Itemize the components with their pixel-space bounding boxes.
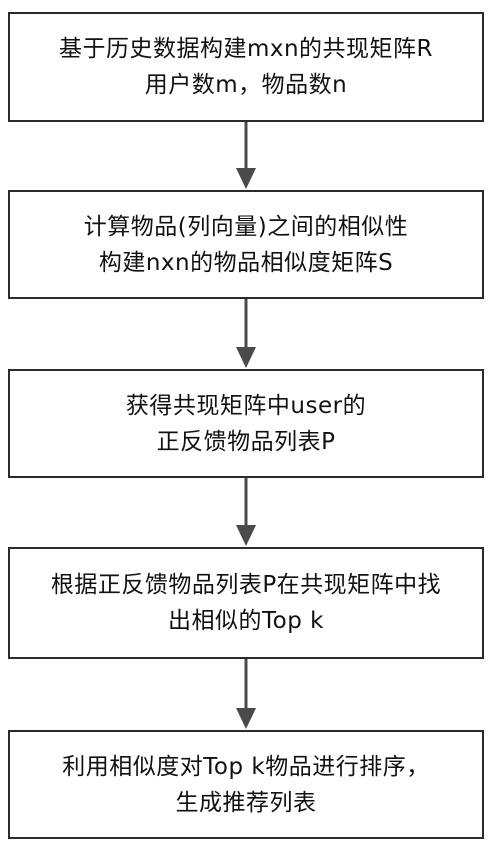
step-5-line-1: 利用相似度对Top k物品进行排序， <box>62 753 430 780</box>
step-4-line-2: 出相似的Top k <box>168 608 324 634</box>
arrow-3-to-4 <box>236 478 256 546</box>
arrow-1-to-2 <box>236 122 256 189</box>
step-box-1: 基于历史数据构建mxn的共现矩阵R 用户数m，物品数n <box>8 12 484 122</box>
step-2-line-1: 计算物品(列向量)之间的相似性 <box>83 213 409 240</box>
step-3-line-1: 获得共现矩阵中user的 <box>125 392 367 419</box>
step-4-line-1: 根据正反馈物品列表P在共现矩阵中找 <box>50 572 442 598</box>
step-2-line-2: 构建nxn的物品相似度矩阵S <box>98 249 394 276</box>
step-3-line-2: 正反馈物品列表P <box>156 428 336 455</box>
step-box-4: 根据正反馈物品列表P在共现矩阵中找 出相似的Top k <box>8 547 484 659</box>
step-box-5: 利用相似度对Top k物品进行排序， 生成推荐列表 <box>8 730 484 839</box>
arrow-2-to-3 <box>236 299 256 368</box>
arrow-4-to-5 <box>236 659 256 729</box>
step-1-line-2: 用户数m，物品数n <box>144 72 348 98</box>
step-box-3: 获得共现矩阵中user的 正反馈物品列表P <box>8 369 484 478</box>
step-box-2: 计算物品(列向量)之间的相似性 构建nxn的物品相似度矩阵S <box>8 190 484 299</box>
step-5-line-2: 生成推荐列表 <box>175 789 317 816</box>
step-1-line-1: 基于历史数据构建mxn的共现矩阵R <box>58 36 434 62</box>
